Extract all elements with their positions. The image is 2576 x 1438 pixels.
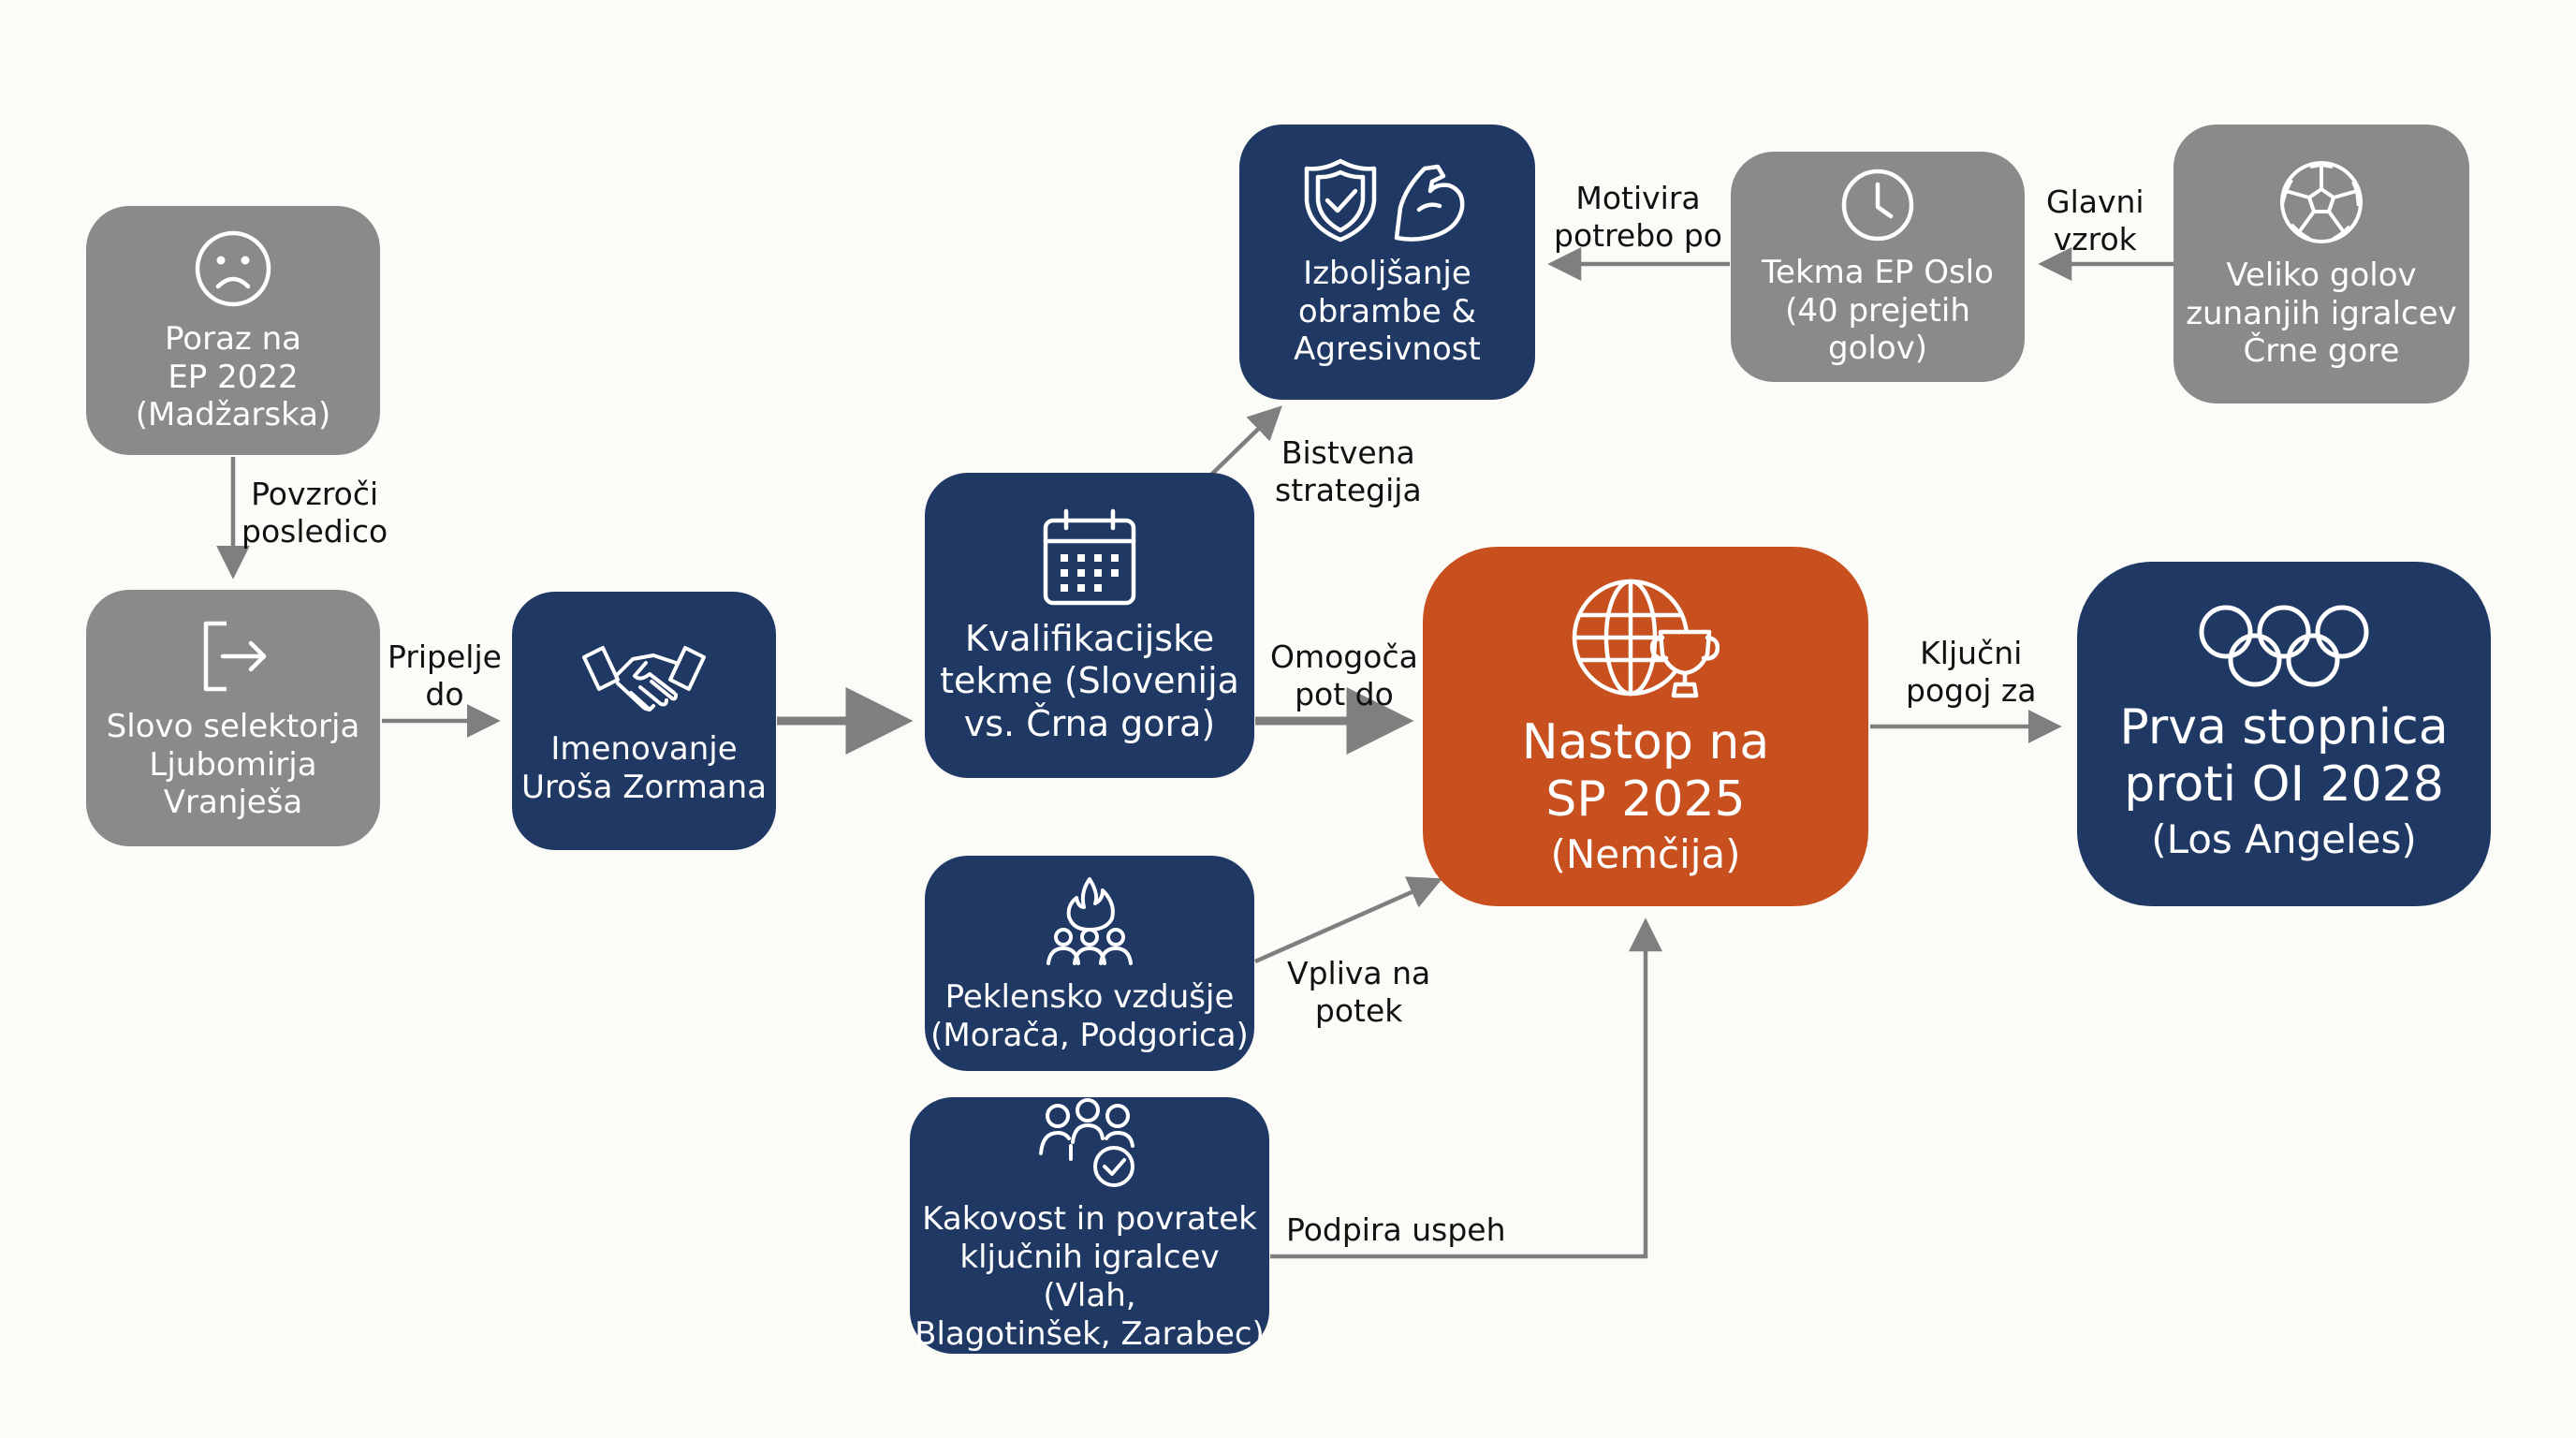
node-sublabel: (Nemčija) xyxy=(1550,831,1741,878)
node-kvalifikacijske-tekme: Kvalifikacijske tekme (Slovenija vs. Črn… xyxy=(925,473,1254,778)
node-label: Izboljšanje obrambe & Agresivnost xyxy=(1294,254,1481,369)
node-label: Poraz na EP 2022 (Madžarska) xyxy=(135,319,331,434)
edge-label-motivira: Motivira potrebo po xyxy=(1554,180,1722,255)
node-poraz-ep-2022: Poraz na EP 2022 (Madžarska) xyxy=(86,206,380,455)
calendar-icon xyxy=(1043,508,1136,605)
sad-face-icon xyxy=(195,230,271,307)
shield-muscle-icon xyxy=(1304,158,1465,242)
node-sublabel: (Los Angeles) xyxy=(2151,816,2417,863)
olympic-rings-icon xyxy=(2199,605,2369,687)
node-kakovost-igralcev: Kakovost in povratek ključnih igralcev (… xyxy=(910,1097,1269,1354)
handshake-icon xyxy=(582,646,706,712)
edge-label-bistvena: Bistvena strategija xyxy=(1275,434,1422,509)
team-check-icon xyxy=(1039,1098,1134,1188)
fire-crowd-icon xyxy=(1046,877,1133,966)
node-slovo-selektorja: Slovo selektorja Ljubomirja Vranješa xyxy=(86,590,380,846)
node-label: Slovo selektorja Ljubomirja Vranješa xyxy=(106,707,360,822)
edge-label-omogoca: Omogoča pot do xyxy=(1270,638,1418,713)
node-izboljsanje-obrambe: Izboljšanje obrambe & Agresivnost xyxy=(1239,125,1535,400)
edge-kakovost-to-nastop xyxy=(1270,917,1662,1259)
edge-kvalifikacije-to-izboljsanje xyxy=(1208,405,1282,477)
node-tekma-ep-oslo: Tekma EP Oslo (40 prejetih golov) xyxy=(1731,152,2025,382)
node-label: Tekma EP Oslo (40 prejetih golov) xyxy=(1762,253,1994,368)
edge-label-pripelje: Pripelje do xyxy=(388,638,502,713)
node-label: Kvalifikacijske tekme (Slovenija vs. Črn… xyxy=(940,617,1239,744)
node-label: Prva stopnica proti OI 2028 xyxy=(2119,699,2449,813)
node-imenovanje-zormana: Imenovanje Uroša Zormana xyxy=(512,592,776,850)
edge-peklensko-to-nastop xyxy=(1254,876,1443,964)
globe-trophy-icon xyxy=(1572,580,1720,698)
node-label: Peklensko vzdušje (Morača, Podgorica) xyxy=(930,978,1249,1054)
edge-label-glavni: Glavni vzrok xyxy=(2046,183,2144,258)
edge-label-podpira: Podpira uspeh xyxy=(1286,1211,1506,1248)
node-label: Veliko golov zunanjih igralcev Črne gore xyxy=(2186,256,2457,371)
node-peklensko-vzdusje: Peklensko vzdušje (Morača, Podgorica) xyxy=(925,856,1254,1071)
node-nastop-sp-2025[interactable]: Nastop na SP 2025 (Nemčija) xyxy=(1423,547,1868,906)
node-label: Imenovanje Uroša Zormana xyxy=(520,730,768,806)
edge-label-kljucni: Ključni pogoj za xyxy=(1906,635,2037,710)
node-veliko-golov: Veliko golov zunanjih igralcev Črne gore xyxy=(2174,125,2469,404)
clock-icon xyxy=(1841,169,1914,242)
node-prva-stopnica-oi-2028[interactable]: Prva stopnica proti OI 2028 (Los Angeles… xyxy=(2077,562,2491,906)
node-label: Nastop na SP 2025 xyxy=(1521,714,1770,828)
node-label: Kakovost in povratek ključnih igralcev (… xyxy=(915,1200,1265,1353)
edge-label-vpliva: Vpliva na potek xyxy=(1287,955,1431,1030)
exit-door-icon xyxy=(203,621,267,692)
edge-label-povzroci: Povzroči posledico xyxy=(242,476,388,550)
handball-icon xyxy=(2280,160,2363,243)
